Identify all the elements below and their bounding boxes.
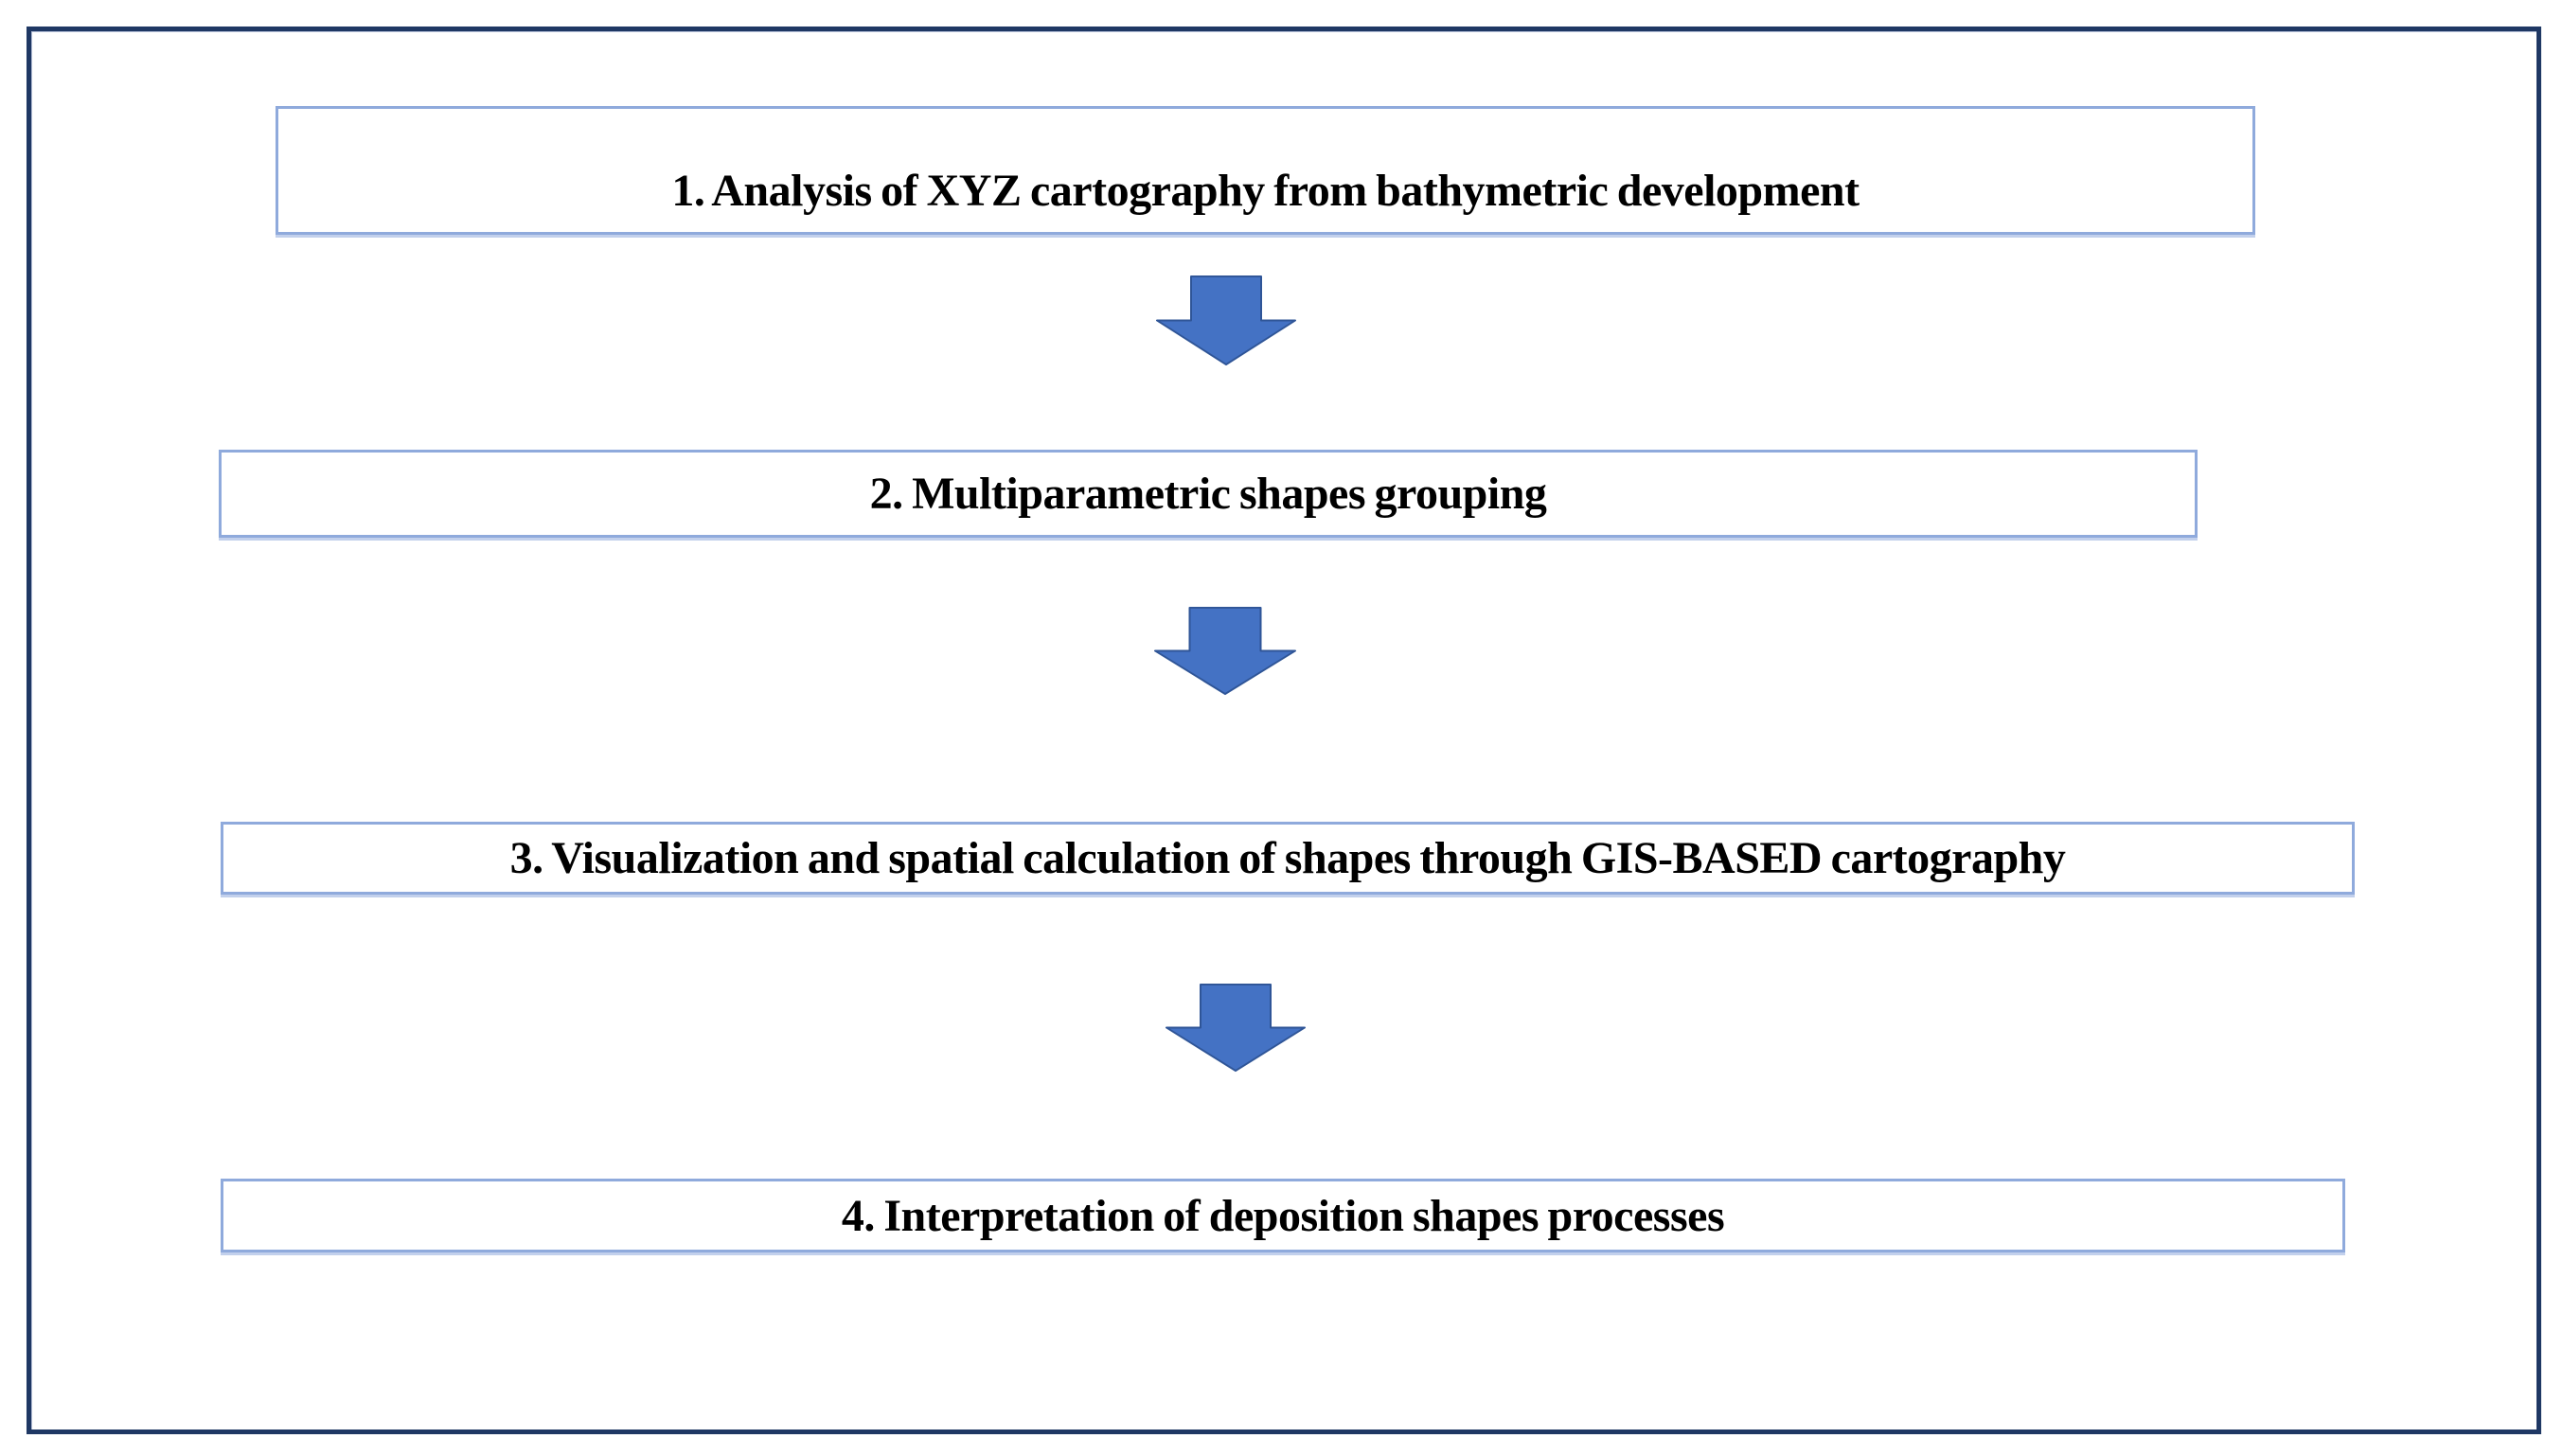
- down-arrow-icon: [1155, 275, 1297, 366]
- flow-step-3: 3. Visualization and spatial calculation…: [221, 822, 2355, 895]
- flow-step-4: 4. Interpretation of deposition shapes p…: [221, 1179, 2345, 1252]
- flow-step-4-label: 4. Interpretation of deposition shapes p…: [841, 1190, 1725, 1241]
- down-arrow-icon: [1165, 983, 1307, 1073]
- flow-step-1-label: 1. Analysis of XYZ cartography from bath…: [671, 165, 1860, 216]
- down-arrow-icon: [1153, 606, 1297, 696]
- flow-step-3-label: 3. Visualization and spatial calculation…: [509, 833, 2066, 883]
- flow-step-2: 2. Multiparametric shapes grouping: [219, 450, 2198, 538]
- flow-step-1: 1. Analysis of XYZ cartography from bath…: [276, 106, 2255, 235]
- flow-step-2-label: 2. Multiparametric shapes grouping: [869, 469, 1547, 519]
